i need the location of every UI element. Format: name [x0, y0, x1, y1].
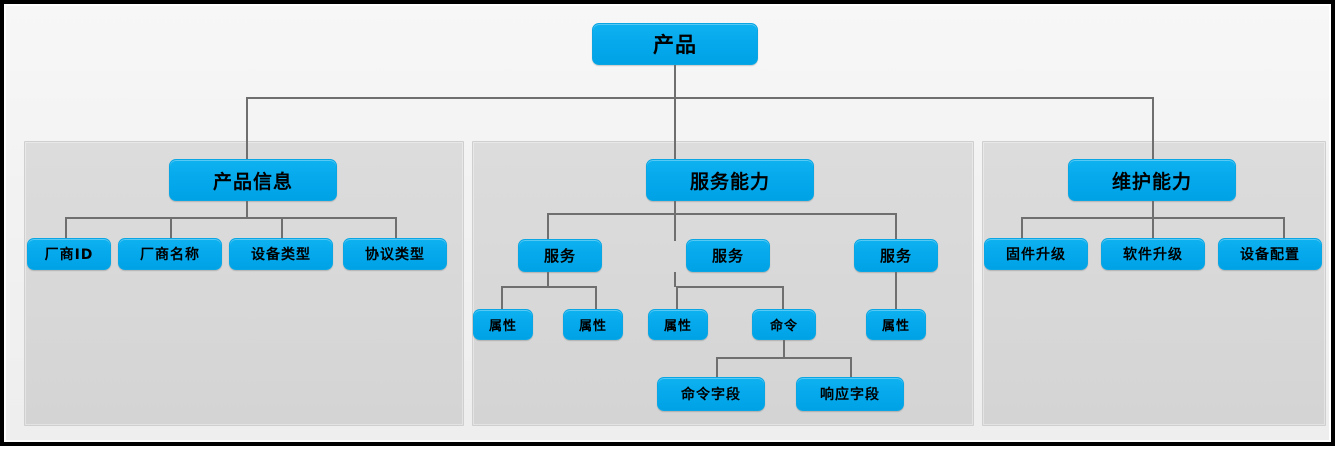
node-maintenance-capability[interactable]: 维护能力 — [1068, 159, 1236, 201]
connector-root-stem — [674, 65, 676, 98]
node-service-1[interactable]: 服务 — [518, 239, 602, 272]
connector-command-stem — [783, 340, 785, 358]
connector-root-to-product-info — [246, 97, 248, 159]
connector-service-2-to-command — [782, 286, 784, 311]
connector-command-bus — [716, 357, 850, 359]
connector-product-info-to-protocol-type — [395, 217, 397, 240]
connector-root-to-service-capability — [674, 97, 676, 159]
connector-maintenance-to-software-upgrade — [1152, 217, 1154, 240]
node-service-3[interactable]: 服务 — [854, 239, 938, 272]
connector-command-to-command-field — [716, 357, 718, 379]
connector-maintenance-to-firmware-upgrade — [1021, 217, 1023, 240]
node-software-upgrade[interactable]: 软件升级 — [1101, 238, 1205, 270]
connector-service-2-bus — [676, 286, 782, 288]
connector-service-capability-to-service-3 — [895, 213, 897, 241]
connector-service-capability-to-service-1 — [547, 213, 549, 241]
node-firmware-upgrade[interactable]: 固件升级 — [984, 238, 1088, 270]
connector-maintenance-stem — [1152, 201, 1154, 218]
connector-product-info-bus — [65, 217, 395, 219]
connector-product-info-stem — [246, 201, 248, 218]
connector-service-2-stem — [674, 272, 676, 287]
connector-product-info-to-vendor-name — [170, 217, 172, 240]
node-root-product[interactable]: 产品 — [592, 23, 758, 65]
connector-product-info-to-device-type — [281, 217, 283, 240]
diagram-canvas-background: 产品 产品信息 厂商ID 厂商名称 设备类型 协议类型 服务能力 — [4, 4, 1331, 442]
connector-command-to-response-field — [850, 357, 852, 379]
node-attribute-4[interactable]: 属性 — [866, 309, 926, 340]
node-attribute-2[interactable]: 属性 — [563, 309, 623, 340]
node-product-info[interactable]: 产品信息 — [169, 159, 337, 201]
connector-service-1-to-attribute-1 — [501, 286, 503, 311]
connector-root-to-maintenance-capability — [1152, 97, 1154, 159]
connector-service-2-to-attribute-3 — [676, 286, 678, 311]
connector-service-capability-bus — [547, 213, 896, 215]
node-service-capability[interactable]: 服务能力 — [646, 159, 814, 201]
node-device-config[interactable]: 设备配置 — [1218, 238, 1322, 270]
connector-service-1-bus — [501, 286, 595, 288]
image-frame: 产品 产品信息 厂商ID 厂商名称 设备类型 协议类型 服务能力 — [0, 0, 1335, 446]
node-command-field[interactable]: 命令字段 — [657, 377, 765, 411]
node-attribute-1[interactable]: 属性 — [473, 309, 533, 340]
connector-service-capability-to-service-2 — [674, 213, 676, 241]
connector-service-1-to-attribute-2 — [595, 286, 597, 311]
connector-service-3-to-attribute-4 — [895, 272, 897, 311]
connector-maintenance-to-device-config — [1283, 217, 1285, 240]
connector-root-bus — [246, 97, 1154, 99]
connector-product-info-to-vendor-id — [65, 217, 67, 240]
connector-service-1-stem — [547, 272, 549, 287]
tree-diagram: 产品 产品信息 厂商ID 厂商名称 设备类型 协议类型 服务能力 — [6, 6, 1329, 440]
node-command[interactable]: 命令 — [752, 309, 816, 340]
node-vendor-name[interactable]: 厂商名称 — [118, 238, 222, 270]
node-attribute-3[interactable]: 属性 — [648, 309, 708, 340]
node-response-field[interactable]: 响应字段 — [796, 377, 904, 411]
node-device-type[interactable]: 设备类型 — [229, 238, 333, 270]
node-vendor-id[interactable]: 厂商ID — [27, 238, 111, 270]
connector-service-capability-stem — [674, 201, 676, 214]
node-protocol-type[interactable]: 协议类型 — [343, 238, 447, 270]
node-service-2[interactable]: 服务 — [686, 239, 770, 272]
